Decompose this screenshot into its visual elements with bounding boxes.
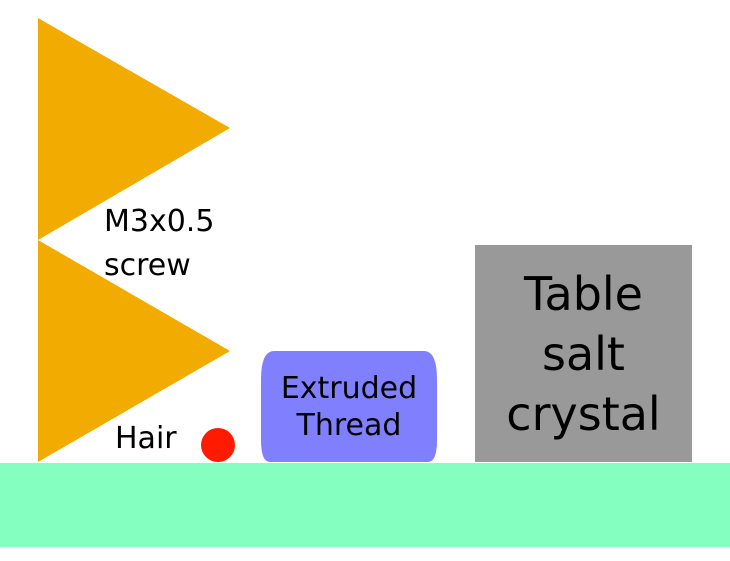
- extruded-thread-label: Extruded Thread: [261, 351, 437, 462]
- thread-label-line1: Extruded: [280, 370, 418, 406]
- screw-thread-tooth-upper: [38, 18, 230, 240]
- salt-crystal-box: [475, 245, 692, 462]
- screw-thread-tooth-lower: [38, 240, 230, 462]
- extruded-thread-shape: [261, 351, 437, 462]
- hair-circle: [201, 428, 235, 462]
- salt-crystal-label: Table salt crystal: [475, 245, 692, 462]
- screw-label-line1: M3x0.5: [104, 204, 215, 239]
- ground-band: [0, 463, 730, 547]
- screw-label: M3x0.5 screw: [104, 200, 214, 288]
- salt-label-line3: crystal: [506, 386, 661, 441]
- salt-label-line1: Table: [524, 266, 643, 321]
- screw-label-line2: screw: [104, 248, 191, 283]
- hair-label: Hair: [115, 421, 177, 456]
- thread-label-line2: Thread: [296, 407, 402, 443]
- salt-label-line2: salt: [542, 326, 625, 381]
